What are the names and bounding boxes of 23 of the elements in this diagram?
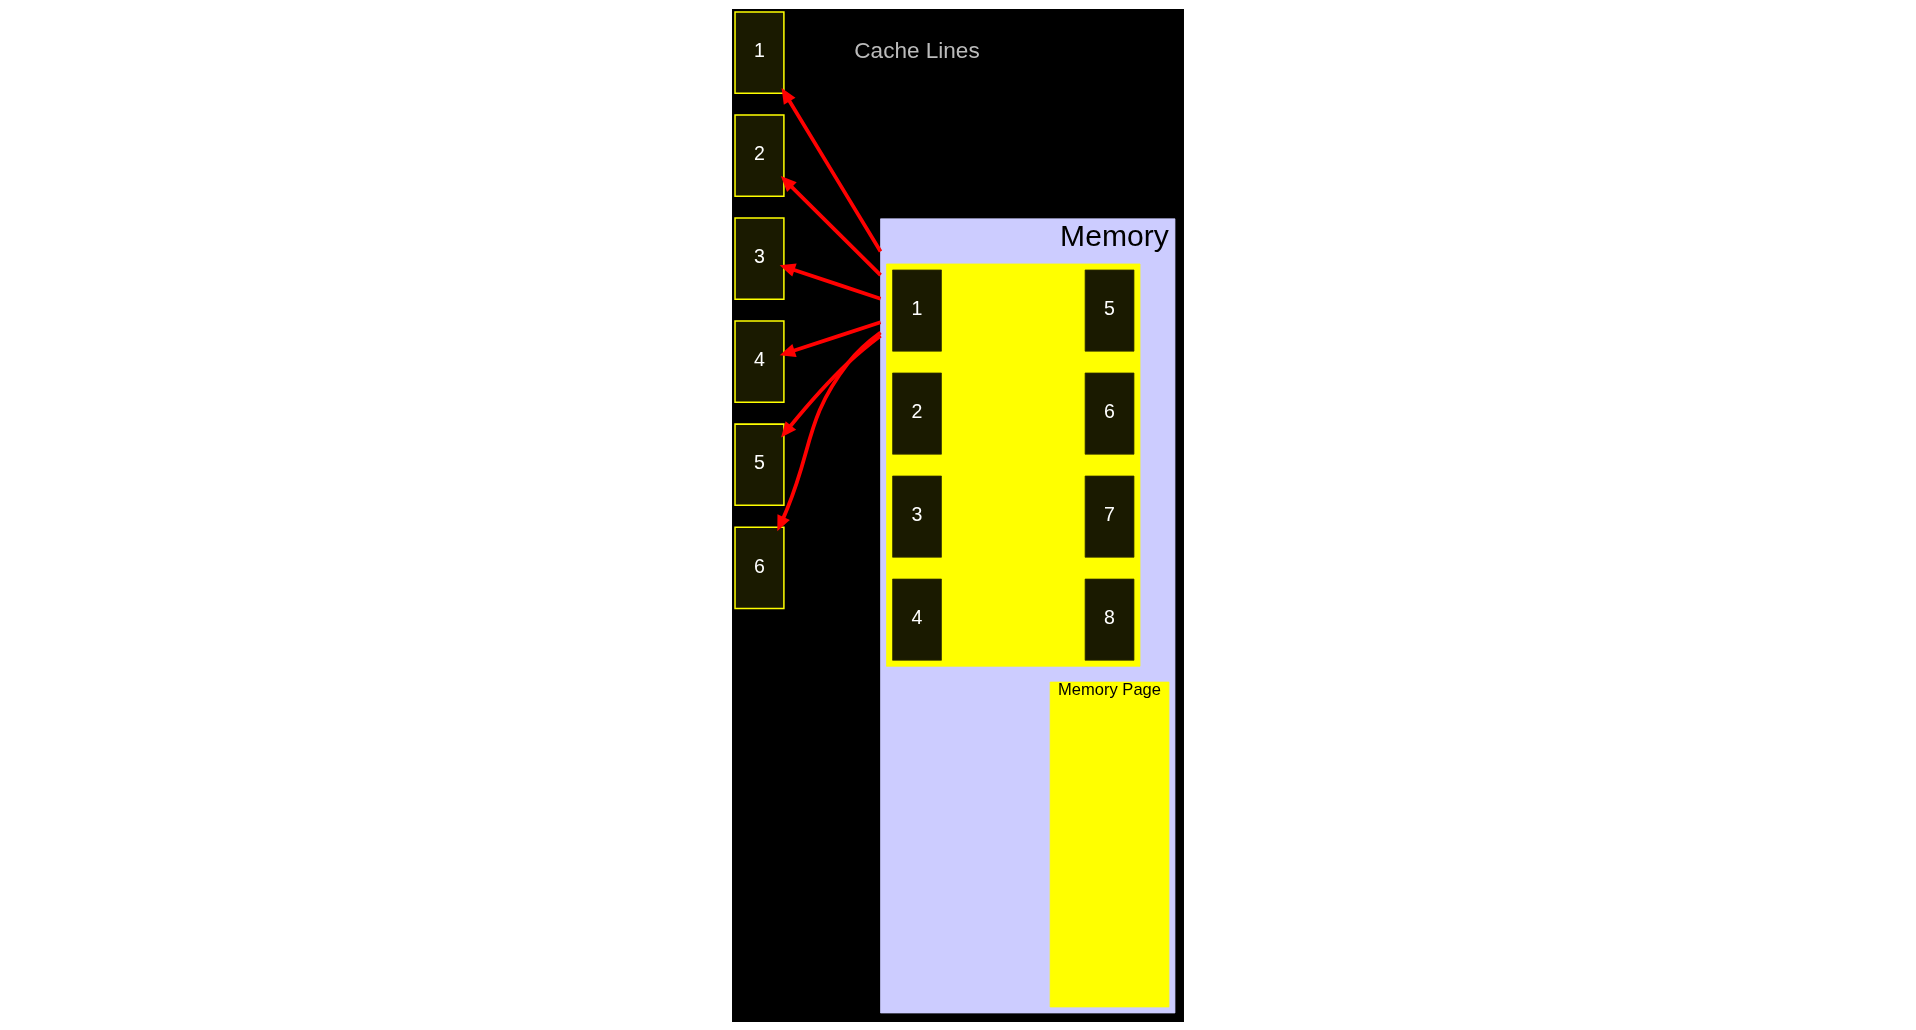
arrow: [781, 87, 883, 252]
arrow: [777, 330, 882, 531]
arrow: [781, 333, 882, 438]
node-box: 5: [1084, 269, 1135, 352]
node-box: 1: [734, 10, 785, 94]
node-box: 1: [892, 269, 942, 352]
node-box: 6: [734, 525, 785, 609]
label: Cache Lines: [854, 37, 980, 63]
node-box: 4: [892, 578, 942, 661]
node-box: Memory Page: [1049, 681, 1170, 1007]
node-box: 8: [1084, 578, 1135, 661]
node-box: 4: [734, 319, 785, 403]
node-box: 6: [1084, 372, 1135, 455]
cluster: [886, 263, 1141, 667]
node-box: 7: [1084, 475, 1135, 558]
arrow: [779, 263, 882, 300]
arrow: [780, 175, 882, 276]
node-box: 3: [734, 216, 785, 300]
node-box: 2: [892, 372, 942, 455]
node-box: 5: [734, 422, 785, 506]
node-box: 2: [734, 113, 785, 197]
node-box: 3: [892, 475, 942, 558]
arrow: [779, 320, 882, 357]
